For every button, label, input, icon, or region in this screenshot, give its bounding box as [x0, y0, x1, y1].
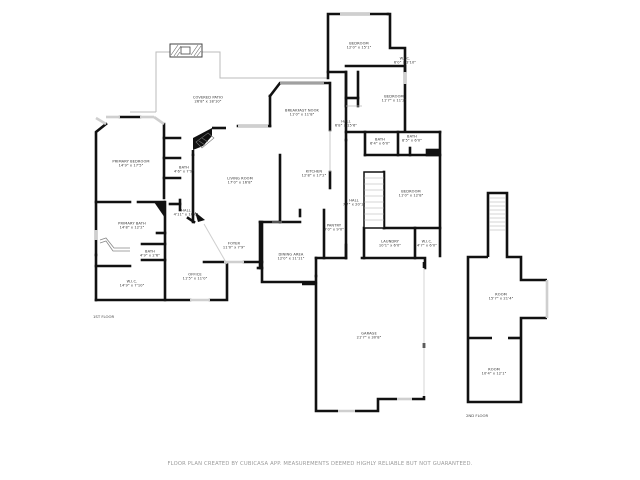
room-dims: 4'0" x 9'0": [324, 228, 344, 232]
bathtub-icon: [99, 237, 130, 252]
room-dims: 11'0" x 12'8": [398, 194, 424, 198]
room-name: Bath: [407, 134, 417, 139]
room-name: Pantry: [326, 223, 342, 228]
room-living-room: Living Room 17'0" x 16'8": [227, 177, 253, 186]
room-name: Room: [488, 367, 500, 372]
room-dims: 14'8" x 12'2": [119, 226, 145, 230]
room-name: W.I.C.: [421, 239, 433, 244]
room-bath-1: Bath 6'4" x 6'0": [370, 138, 390, 147]
room-primary-bedroom: Primary Bedroom 14'9" x 17'5": [112, 160, 149, 169]
living-room-angled-wall: [191, 126, 226, 156]
room-name: Hall: [341, 119, 351, 124]
room-room-1: Room 15'7" x 21'4": [489, 293, 514, 302]
room-dims: 14'9" x 7'10": [119, 284, 145, 288]
room-name: Bedroom: [349, 41, 369, 46]
floor-label-2nd: 2nd Floor: [466, 413, 489, 418]
room-covered-patio: Covered Patio 26'8" x 18'10": [193, 96, 223, 105]
room-name: W.I.C.: [126, 279, 138, 284]
room-dims: 11'7" x 11'2": [381, 99, 407, 103]
room-name: Bath: [375, 137, 385, 142]
room-dims: 4'7" x 6'0": [417, 244, 437, 248]
room-wic-1: W.I.C. 6'0" x 3'10": [394, 57, 416, 66]
covered-patio-outline: [130, 51, 328, 113]
windows: [94, 12, 407, 302]
room-bedroom-3: Bedroom 11'0" x 12'8": [399, 190, 424, 199]
room-dims: 12'0" x 15'1": [346, 46, 372, 50]
room-dims: 4'11" x 10'0": [173, 213, 199, 217]
room-dims: 12'0" x 11'11": [277, 257, 305, 261]
room-bedroom-1: Bedroom 12'0" x 15'1": [347, 42, 372, 51]
room-name: Room: [495, 292, 507, 297]
room-dims: 21'7" x 30'8": [356, 336, 382, 340]
fireplace-hatch-icon: [195, 132, 215, 149]
room-dims: 4'9" x 2'6": [140, 254, 160, 258]
room-dims: 26'8" x 18'10": [194, 100, 222, 104]
stairs-floor1-icon: [363, 171, 385, 229]
room-name: Living Room: [227, 176, 253, 181]
room-bath-2: Bath 8'5" x 6'0": [402, 135, 422, 144]
room-dims: 6'0" x 3'10": [393, 61, 417, 65]
room-name: Hall: [181, 208, 191, 213]
room-dims: 10'4" x 12'1": [481, 372, 507, 376]
room-dims: 11'5" x 11'0": [182, 277, 208, 281]
room-dims: 10'1" x 6'0": [378, 244, 402, 248]
room-name: Office: [188, 272, 202, 277]
room-name: Kitchen: [305, 169, 323, 174]
stairs-floor2-icon: [489, 197, 506, 231]
room-wic-2: W.I.C. 4'7" x 6'0": [417, 240, 437, 249]
room-name: Hall: [349, 198, 359, 203]
room-dims: 7'7" x 20'1": [342, 203, 366, 207]
thin-interior-lines: [272, 105, 362, 223]
room-name: Primary Bath: [118, 221, 146, 226]
room-hall-2: Hall 7'7" x 20'1": [343, 199, 365, 208]
garage-walls: [302, 262, 426, 413]
room-dims: 8'5" x 6'0": [402, 139, 422, 143]
room-name: Bath: [145, 249, 155, 254]
room-dims: 6'4" x 6'0": [370, 142, 390, 146]
room-dims: 11'0" x 11'8": [289, 113, 315, 117]
room-dining-area: Dining Area 12'0" x 11'11": [277, 253, 304, 262]
room-bath-4: Bath 4'9" x 2'6": [140, 250, 160, 259]
room-name: Laundry: [381, 239, 399, 244]
garage-door-windows: [338, 397, 412, 413]
room-name: W.I.C.: [399, 56, 411, 61]
room-dims: 14'9" x 17'5": [118, 164, 144, 168]
floor-label-1st: 1st Floor: [93, 314, 115, 319]
room-name: Bath: [179, 165, 189, 170]
patio-grill-icon: [169, 43, 203, 58]
floor2-walls: [466, 191, 547, 404]
room-dims: 15'7" x 21'4": [488, 297, 514, 301]
room-foyer: Foyer 11'0" x 7'9": [223, 242, 245, 251]
room-dims: 17'0" x 16'8": [227, 181, 253, 185]
room-hall-1: Hall 6'8" x 15'6": [335, 120, 357, 129]
disclaimer-footer: Floor plan created by CubiCasa App. Meas…: [167, 461, 473, 467]
room-name: Bedroom: [401, 189, 421, 194]
room-name: Bedroom: [384, 94, 404, 99]
room-office: Office 11'5" x 11'0": [183, 273, 208, 282]
room-primary-bath: Primary Bath 14'8" x 12'2": [118, 222, 146, 231]
room-name: Dining Area: [278, 252, 304, 257]
room-kitchen: Kitchen 12'8" x 17'2": [302, 170, 327, 179]
room-name: Primary Bedroom: [112, 159, 150, 164]
room-name: Foyer: [227, 241, 241, 246]
floor1-walls: [94, 12, 442, 302]
room-laundry: Laundry 10'1" x 6'0": [379, 240, 401, 249]
room-bath-3: Bath 4'6" x 7'9": [174, 166, 194, 175]
room-name: Covered Patio: [192, 95, 224, 100]
room-dims: 11'0" x 7'9": [222, 246, 246, 250]
room-name: Garage: [361, 331, 377, 336]
room-pantry: Pantry 4'0" x 9'0": [324, 224, 344, 233]
room-breakfast-nook: Breakfast Nook 11'0" x 11'8": [285, 109, 319, 118]
room-wic-3: W.I.C. 14'9" x 7'10": [120, 280, 145, 289]
room-hall-3: Hall 4'11" x 10'0": [174, 209, 199, 218]
room-bedroom-2: Bedroom 11'7" x 11'2": [382, 95, 407, 104]
room-room-2: Room 10'4" x 12'1": [482, 368, 507, 377]
room-dims: 6'8" x 15'6": [334, 124, 358, 128]
room-garage: Garage 21'7" x 30'8": [357, 332, 382, 341]
room-name: Breakfast Nook: [285, 108, 319, 113]
room-dims: 12'8" x 17'2": [301, 174, 327, 178]
room-dims: 4'6" x 7'9": [174, 170, 194, 174]
